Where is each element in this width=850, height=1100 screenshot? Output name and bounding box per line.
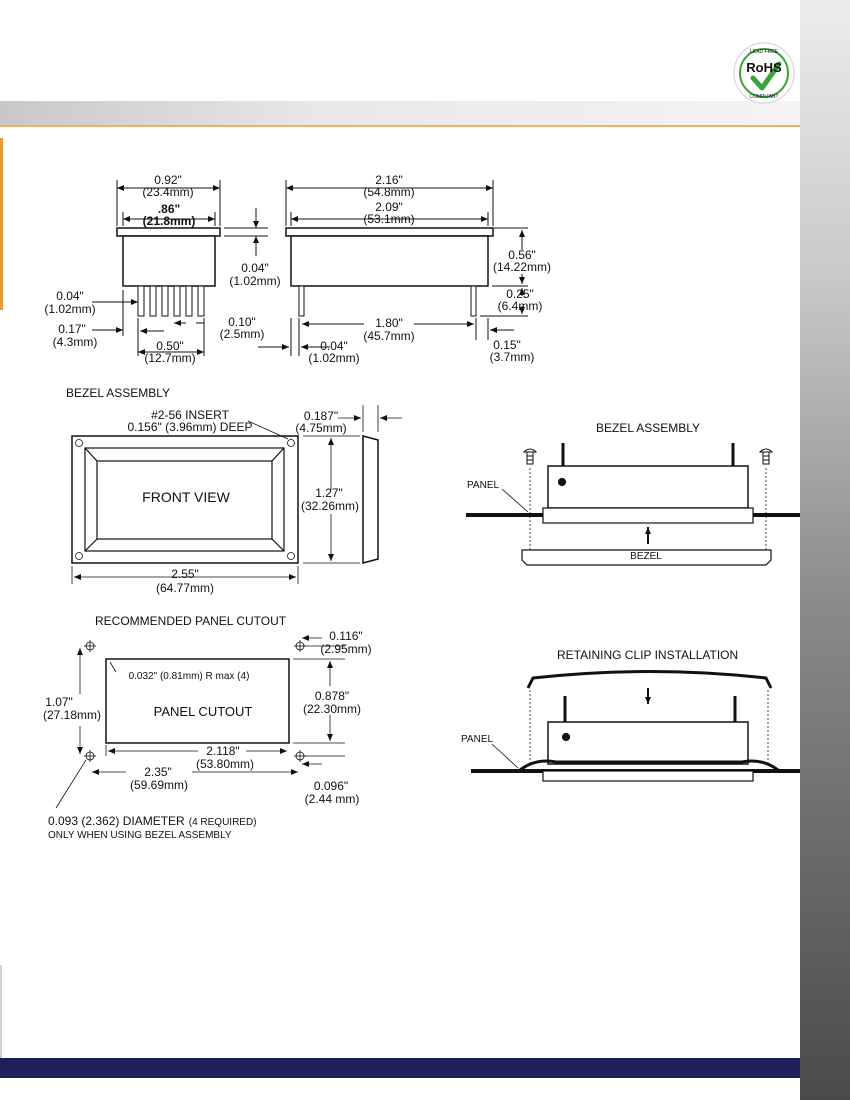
dim-side-width-mm: (23.4mm) [142, 185, 193, 199]
rohs-arc-text: LEAD FREE [750, 49, 778, 55]
dim-front-right-mm: (3.7mm) [490, 350, 535, 364]
dim-bezel-depth-in: 0.187" [304, 409, 338, 423]
dim-side-pin-mm: (1.02mm) [44, 302, 95, 316]
dim-side-edge-mm: (4.3mm) [53, 335, 98, 349]
dim-side-inner-in: .86" [158, 202, 180, 216]
bezel-front-view [71, 405, 402, 584]
dim-side-flange-in: 0.04" [241, 261, 269, 275]
dim-front-width-in: 2.16" [375, 173, 403, 187]
dim-front-body-in: 2.09" [375, 200, 403, 214]
cutout-hole-note: 0.093 (2.362) DIAMETER (4 REQUIRED) [48, 814, 257, 828]
bezel-front-labels: #2-56 INSERT 0.156" (3.96mm) DEEP FRONT … [128, 408, 360, 595]
side-gradient-strip [800, 0, 850, 1100]
dim-cutout-height-in: 1.07" [45, 695, 73, 709]
dim-bezel-height-mm: (32.26mm) [301, 499, 359, 513]
front-top-view-labels: 2.16" (54.8mm) 2.09" (53.1mm) 0.56" (14.… [308, 173, 551, 365]
dim-cutout-offset-bot-in: 0.096" [314, 779, 348, 793]
dim-side-pitch-in: 0.10" [228, 315, 256, 329]
dim-front-width-mm: (54.8mm) [363, 185, 414, 199]
clip-title: RETAINING CLIP INSTALLATION [557, 648, 738, 662]
dim-bezel-height-in: 1.27" [315, 486, 343, 500]
dim-front-height-in: 0.56" [508, 248, 536, 262]
dim-front-pinlen-in: 0.25" [506, 287, 534, 301]
bezel-front-view-label: FRONT VIEW [142, 489, 230, 505]
dim-cutout-inner-h-mm: (22.30mm) [303, 702, 361, 716]
dim-side-span-in: 0.50" [156, 339, 184, 353]
header-band [0, 101, 800, 125]
mechanical-drawing: 0.92" (23.4mm) .86" (21.8mm) 0.04" (1.02… [43, 173, 800, 841]
dim-cutout-offset-top-mm: (2.95mm) [320, 642, 371, 656]
dim-cutout-offset-top-in: 0.116" [329, 629, 362, 643]
dim-front-pinoff-mm: (1.02mm) [308, 351, 359, 365]
rohs-logo: RoHS LEAD FREE COMPLIANT [733, 42, 795, 104]
screw-left-icon [522, 448, 538, 465]
left-accent-bar [0, 138, 3, 310]
dim-bezel-width-mm: (64.77mm) [156, 581, 214, 595]
dim-cutout-outer-w-mm: (59.69mm) [130, 778, 188, 792]
dim-front-pinlen-mm: (6.4mm) [498, 299, 543, 313]
bezel-insert-line1: #2-56 INSERT [151, 408, 229, 422]
dim-cutout-width-mm: (53.80mm) [196, 757, 254, 771]
bezel-assembly-title: BEZEL ASSEMBLY [596, 421, 700, 435]
clip-panel-label: PANEL [461, 734, 493, 745]
dim-cutout-inner-h-in: 0.878" [315, 689, 349, 703]
dim-side-pin-in: 0.04" [56, 289, 84, 303]
cutout-hole-note-2: ONLY WHEN USING BEZEL ASSEMBLY [48, 830, 232, 841]
retaining-clip-installation [471, 670, 800, 782]
side-view [92, 180, 268, 356]
rohs-main-text: RoHS [746, 60, 782, 75]
panel-cutout-labels: 0.032" (0.81mm) R max (4) PANEL CUTOUT 1… [43, 629, 372, 806]
dim-front-height-mm: (14.22mm) [493, 260, 551, 274]
bezel-assembly-panel-label: PANEL [467, 480, 499, 491]
left-rule [0, 965, 2, 1060]
dim-side-span-mm: (12.7mm) [144, 351, 195, 365]
cutout-hole-req: (4 REQUIRED) [189, 817, 257, 828]
bezel-assembly-side [466, 443, 800, 566]
dim-front-right-in: 0.15" [493, 338, 521, 352]
dim-cutout-width-in: 2.118" [206, 744, 239, 758]
cutout-title: RECOMMENDED PANEL CUTOUT [95, 614, 287, 628]
dim-front-pinspan-in: 1.80" [375, 316, 403, 330]
rohs-sub-text: COMPLIANT [749, 94, 778, 100]
cutout-hole-main: 0.093 (2.362) DIAMETER [48, 814, 185, 828]
dim-front-pinoff-in: 0.04" [320, 339, 348, 353]
bezel-assembly-bezel-label: BEZEL [630, 551, 662, 562]
dim-bezel-depth-mm: (4.75mm) [295, 421, 346, 435]
dim-side-edge-in: 0.17" [58, 322, 86, 336]
cutout-label: PANEL CUTOUT [154, 704, 253, 719]
side-view-labels: 0.92" (23.4mm) .86" (21.8mm) 0.04" (1.02… [44, 173, 280, 365]
bezel-title: BEZEL ASSEMBLY [66, 386, 170, 400]
dim-side-width-in: 0.92" [154, 173, 182, 187]
dim-side-inner-mm: (21.8mm) [143, 214, 196, 228]
dim-cutout-offset-bot-mm: (2.44 mm) [305, 792, 360, 806]
bezel-insert-line2: 0.156" (3.96mm) DEEP [128, 420, 253, 434]
dim-cutout-outer-w-in: 2.35" [144, 765, 172, 779]
dim-front-body-mm: (53.1mm) [363, 212, 414, 226]
bezel-assembly-side-labels: BEZEL ASSEMBLY PANEL BEZEL [467, 421, 700, 562]
front-top-view [258, 180, 528, 356]
header-accent-line [0, 125, 800, 127]
dim-bezel-width-in: 2.55" [171, 567, 199, 581]
cutout-radius-note: 0.032" (0.81mm) R max (4) [129, 671, 250, 682]
dim-side-flange-mm: (1.02mm) [229, 274, 280, 288]
screw-right-icon [758, 448, 774, 465]
retaining-clip-labels: RETAINING CLIP INSTALLATION PANEL [461, 648, 738, 745]
dim-front-pinspan-mm: (45.7mm) [363, 329, 414, 343]
dim-side-pitch-mm: (2.5mm) [220, 327, 265, 341]
dim-cutout-height-mm: (27.18mm) [43, 708, 101, 722]
panel-cutout [55, 635, 345, 809]
footer-bar [0, 1058, 800, 1078]
